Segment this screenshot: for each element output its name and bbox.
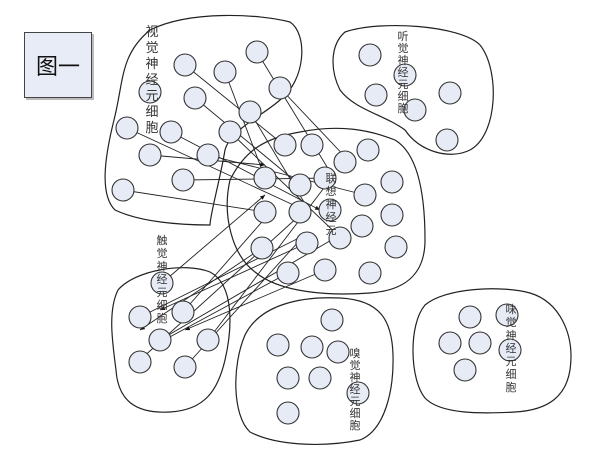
neuron xyxy=(350,214,374,238)
neuron xyxy=(438,331,462,355)
connection-line xyxy=(126,127,301,209)
neuron xyxy=(148,328,172,352)
neuron xyxy=(380,170,404,194)
neuron xyxy=(213,60,237,84)
region-label-center: 联想神经元 xyxy=(326,172,337,237)
neuron xyxy=(468,331,492,355)
neuron xyxy=(328,226,352,250)
neuron xyxy=(273,133,297,157)
neuron xyxy=(276,366,300,390)
neuron xyxy=(173,355,197,379)
region-label-visual: 视觉神经元细胞 xyxy=(145,25,158,136)
neurons-taste xyxy=(438,303,522,382)
neuron xyxy=(403,98,427,122)
region-label-touch: 触觉神经元细胞 xyxy=(157,233,168,325)
connection-lines xyxy=(122,51,366,368)
connection-line xyxy=(182,214,269,313)
neuron xyxy=(183,86,207,110)
neuron xyxy=(238,100,262,124)
neuron xyxy=(138,143,162,167)
neuron xyxy=(364,83,388,107)
region-visual xyxy=(104,14,303,226)
figure-label: 图一 xyxy=(24,32,92,98)
connection-line xyxy=(279,87,351,163)
neuron xyxy=(196,328,220,352)
neuron xyxy=(196,143,220,167)
neuron xyxy=(253,200,277,224)
neuron xyxy=(353,183,377,207)
neuron xyxy=(453,358,477,382)
neuron xyxy=(380,203,404,227)
neuron xyxy=(218,120,242,144)
connection-line xyxy=(139,247,263,331)
neuron xyxy=(318,198,342,222)
neuron xyxy=(393,63,417,87)
region-label-taste: 味觉神经元细胞 xyxy=(506,303,517,394)
neuron xyxy=(171,168,195,192)
neuron xyxy=(276,261,300,285)
neuron xyxy=(358,43,382,67)
connection-line xyxy=(161,194,266,284)
neuron xyxy=(295,231,319,255)
neuron xyxy=(266,333,290,357)
neuron xyxy=(288,200,312,224)
neuron xyxy=(300,133,324,157)
connection-line xyxy=(154,272,289,346)
connection-line xyxy=(122,189,266,214)
region-label-smell: 嗅觉神经元细胞 xyxy=(350,346,361,432)
neurons-center xyxy=(250,133,408,285)
neuron xyxy=(346,381,370,405)
connection-line xyxy=(194,97,301,186)
neuron xyxy=(245,40,269,64)
connection-line xyxy=(159,242,308,311)
neuron xyxy=(458,305,482,329)
neurons-smell xyxy=(266,308,370,425)
region-taste xyxy=(412,288,572,414)
neuron xyxy=(288,173,312,197)
neuron xyxy=(173,53,197,77)
neuron xyxy=(320,308,344,332)
neuron xyxy=(138,80,162,104)
neuron xyxy=(253,166,277,190)
neuron xyxy=(308,366,332,390)
connection-line xyxy=(184,269,326,331)
neuron xyxy=(435,128,459,152)
connection-line xyxy=(224,71,266,179)
neurons-visual xyxy=(111,40,292,202)
neuron xyxy=(333,150,357,174)
neuron xyxy=(268,76,292,100)
neuron xyxy=(128,350,152,374)
neuron xyxy=(300,335,324,359)
neuron xyxy=(384,235,408,259)
neuron xyxy=(313,166,337,190)
connection-line xyxy=(170,131,321,211)
neuron xyxy=(111,178,135,202)
neuron xyxy=(313,258,337,282)
neuron xyxy=(326,340,350,364)
neuron xyxy=(356,138,380,162)
region-label-auditory: 听觉神经元细胞 xyxy=(398,30,409,115)
neuron xyxy=(159,120,183,144)
connection-line xyxy=(184,64,291,151)
neurons-auditory xyxy=(358,43,462,152)
neuron xyxy=(171,300,195,324)
neuron xyxy=(495,303,519,327)
neuron xyxy=(250,236,274,260)
connection-line xyxy=(207,154,366,196)
neuron xyxy=(276,401,300,425)
neuron xyxy=(128,305,152,329)
neuron xyxy=(498,338,522,362)
neuron xyxy=(438,81,462,105)
connection-line xyxy=(229,131,346,243)
neuron xyxy=(358,261,382,285)
neuron xyxy=(115,116,139,140)
neurons-touch xyxy=(128,271,220,379)
neuron xyxy=(150,271,174,295)
connection-line xyxy=(256,51,336,181)
